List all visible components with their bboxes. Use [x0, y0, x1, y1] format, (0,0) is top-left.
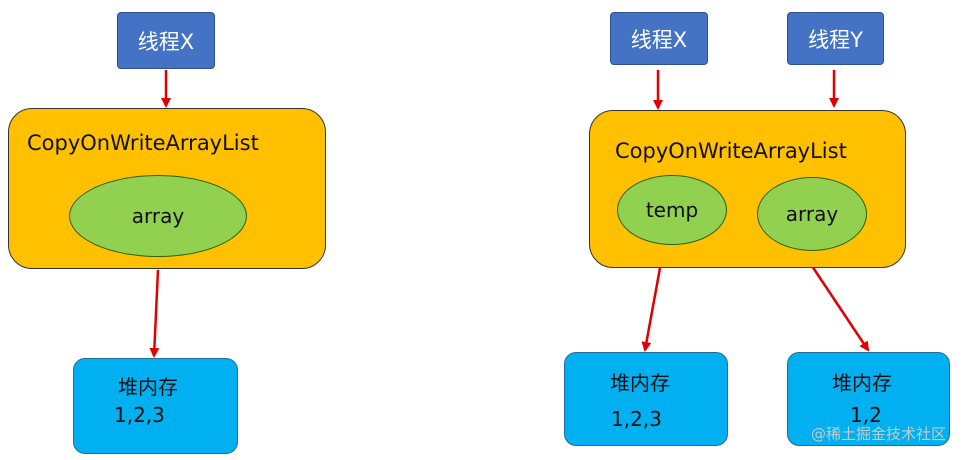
arrow-right-temp-to-heap1: [641, 267, 662, 352]
right-temp-ellipse: temp: [617, 175, 727, 245]
left-array-ellipse: array: [69, 175, 247, 257]
right-thread-y-box: 线程Y: [787, 12, 884, 65]
right-heap1-title: 堆内存: [610, 371, 670, 395]
watermark-text: @稀土掘金技术社区: [810, 425, 946, 443]
right-container-title: CopyOnWriteArrayList: [615, 139, 847, 163]
left-container-title: CopyOnWriteArrayList: [27, 131, 259, 155]
right-heap2-values: 1,2: [850, 403, 882, 427]
right-heap2-box: 堆内存 1,2: [787, 352, 950, 446]
right-thread-y-label: 线程Y: [808, 27, 863, 52]
right-temp-label: temp: [645, 198, 699, 222]
right-thread-x-label: 线程X: [630, 27, 688, 52]
arrow-left-container-to-heap: [149, 269, 160, 358]
left-container-box: CopyOnWriteArrayList array: [8, 108, 326, 269]
right-heap2-title: 堆内存: [832, 371, 892, 395]
arrow-right-array-to-heap2: [810, 265, 870, 352]
left-heap-box: 堆内存 1,2,3: [73, 358, 238, 454]
left-thread-x-box: 线程X: [117, 12, 215, 69]
right-array-ellipse: array: [757, 177, 867, 251]
left-array-label: array: [131, 204, 185, 228]
right-heap1-values: 1,2,3: [611, 407, 662, 431]
right-array-label: array: [785, 202, 839, 226]
left-heap-values: 1,2,3: [114, 403, 165, 427]
right-container-box: CopyOnWriteArrayList temp array: [589, 110, 906, 268]
right-heap1-box: 堆内存 1,2,3: [564, 352, 728, 446]
left-thread-x-label: 线程X: [137, 29, 195, 54]
right-thread-x-box: 线程X: [610, 12, 708, 65]
left-heap-title: 堆内存: [118, 375, 178, 399]
